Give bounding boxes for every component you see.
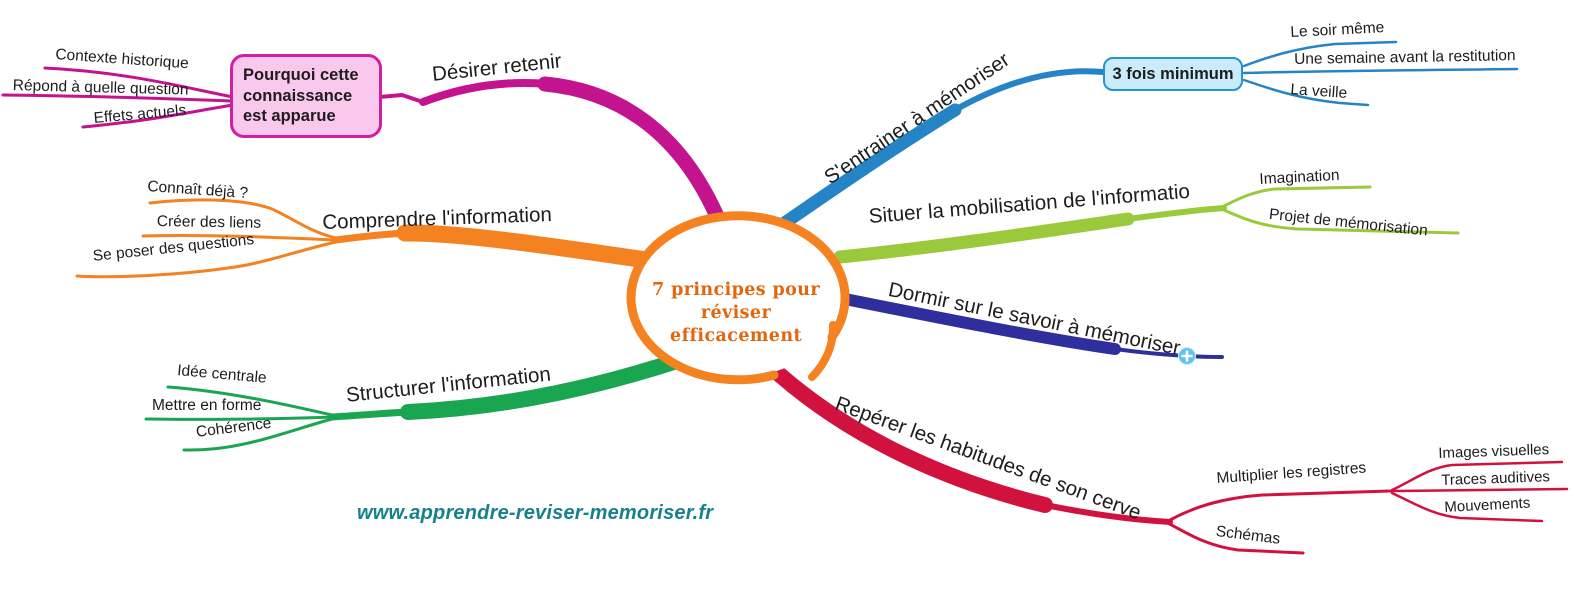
watermark-url: www.apprendre-reviser-memoriser.fr — [357, 502, 714, 524]
central-topic-label[interactable]: 7 principes pour réviser efficacement — [652, 280, 820, 346]
branch-dormir-curve — [1113, 347, 1224, 359]
branch-traces-line — [1390, 487, 1569, 493]
branch-reperer-curve — [772, 367, 1053, 513]
central-topic-ellipse-tail — [808, 321, 838, 381]
branch-situer-curve — [833, 212, 1135, 264]
branch-repond-line — [1, 93, 234, 103]
node-une-semaine-avant[interactable]: Une semaine avant la restitution — [1294, 47, 1516, 68]
branch-situer-curve — [1125, 205, 1227, 222]
branch-lesoir-line — [1242, 40, 1398, 68]
branch-unesemaine-line — [1242, 67, 1519, 75]
branch-effets-line — [81, 103, 235, 129]
central-topic-fill — [633, 219, 841, 377]
branch-structurer-curve — [328, 408, 412, 421]
branch-multiplier-line — [1168, 489, 1392, 522]
branch-desirer-curve — [419, 78, 552, 106]
branch-idee-line — [166, 385, 334, 417]
branch-desirer-curve — [537, 76, 738, 258]
branch-reperer-curve — [1042, 502, 1173, 525]
node-la-veille[interactable]: La veille — [1289, 81, 1348, 102]
branch-connait-line — [148, 198, 338, 240]
node-creer-liens[interactable]: Créer des liens — [156, 213, 262, 232]
node-mettre-en-forme[interactable]: Mettre en forme — [152, 397, 262, 414]
branch-laveille-line — [1242, 78, 1370, 107]
branch-dormir-curve — [834, 292, 1121, 355]
branch-creer-line — [141, 233, 338, 242]
branch-desirer-curve — [377, 93, 425, 104]
branch-seposer-line — [75, 240, 338, 279]
branch-images-line — [1390, 460, 1564, 492]
branch-schemas-line — [1166, 521, 1305, 555]
branch-comprendre-curve — [396, 224, 689, 274]
branch-mettre-line — [144, 415, 334, 421]
branch-coherence-line — [182, 417, 334, 452]
branch-projet-line — [1222, 208, 1460, 235]
branch-imagination-line — [1222, 185, 1372, 208]
plus-icon[interactable] — [1178, 347, 1196, 365]
node-box-3fois[interactable]: 3 fois minimum — [1103, 57, 1243, 91]
branch-structurer-curve — [400, 352, 688, 420]
central-topic-ellipse — [626, 211, 850, 385]
branch-sentrainer-curve — [952, 68, 1106, 113]
branch-contexte-line — [43, 66, 235, 99]
branch-mouvements-line — [1390, 491, 1544, 523]
node-box-pourquoi[interactable]: Pourquoi cette connaissance est apparue — [230, 54, 382, 138]
branch-comprendre-curve — [332, 229, 409, 244]
